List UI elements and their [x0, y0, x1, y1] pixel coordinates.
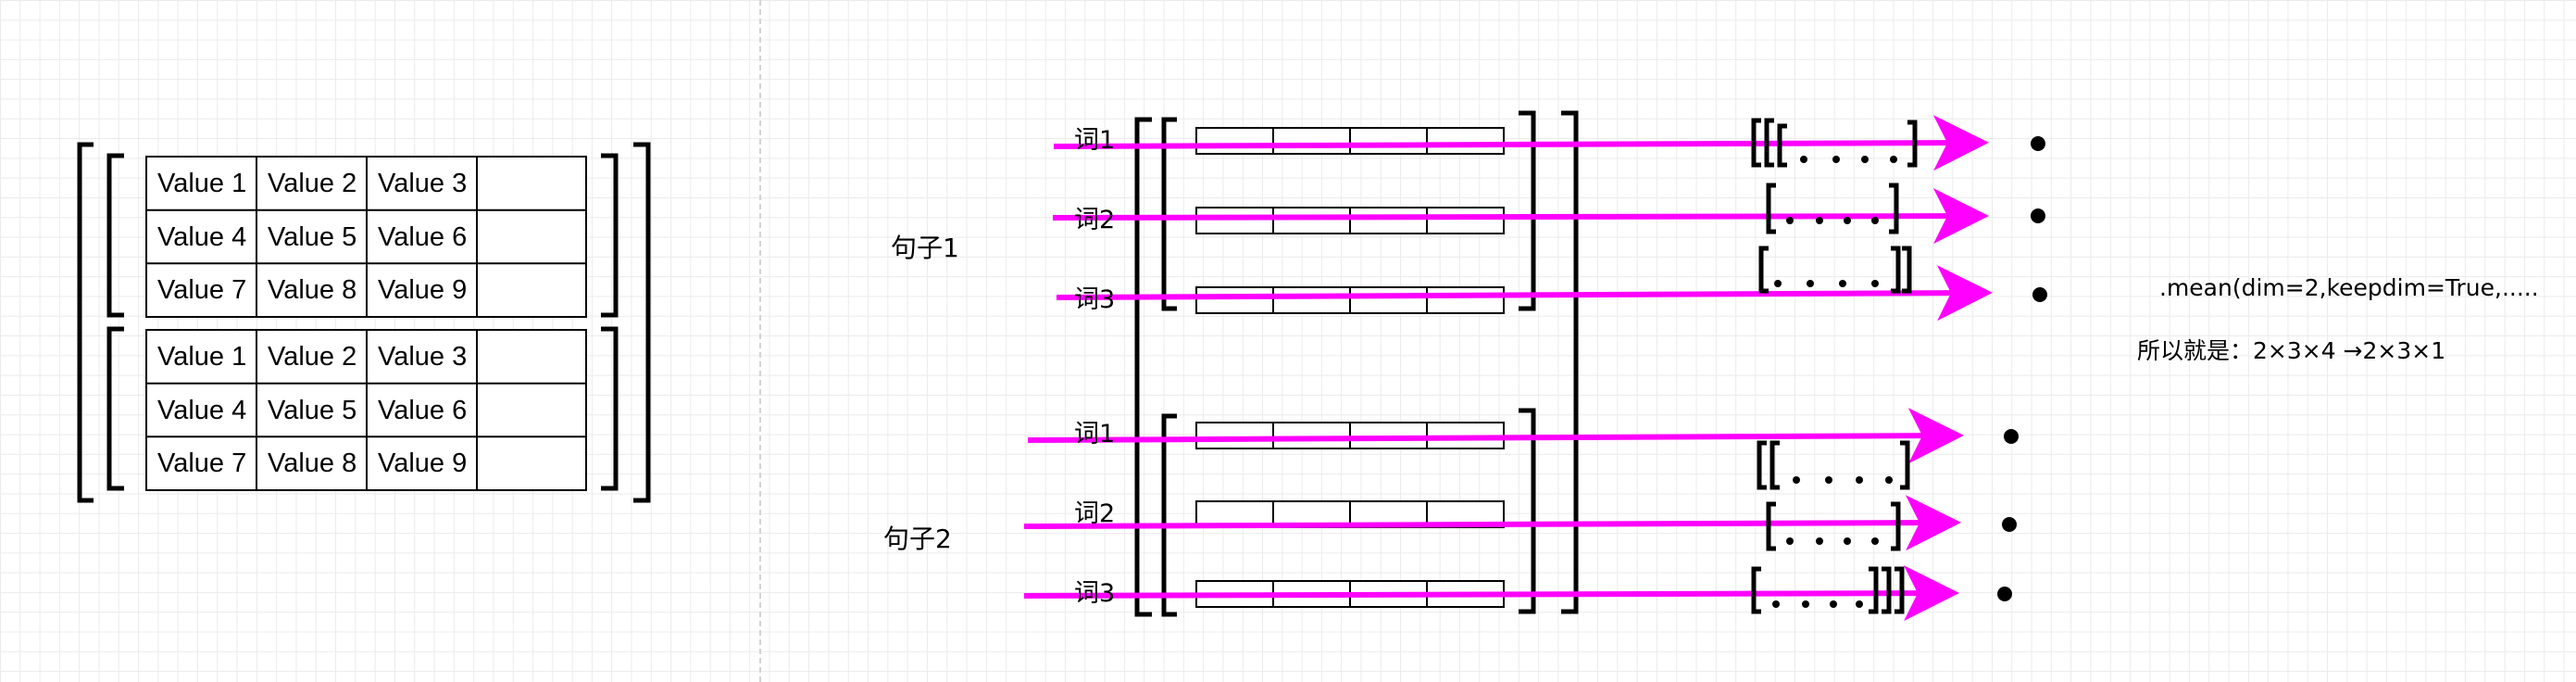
operation-note: .mean(dim=2,keepdim=True,..... — [2159, 274, 2539, 301]
table-cell: Value 5 — [268, 395, 357, 425]
left-outer-bracket-open — [77, 142, 94, 503]
arrow-s1-w1 — [1053, 115, 1989, 171]
right-outer-bracket-close — [1561, 110, 1579, 614]
sentence2-bracket-open — [1161, 413, 1177, 617]
sentence1-bracket-close — [1519, 110, 1536, 311]
word-label-s1-w3: 词3 — [1074, 285, 1116, 314]
left-outer-bracket-close — [633, 142, 651, 503]
table-cell: Value 8 — [268, 275, 357, 306]
word-label-s2-w1: 词1 — [1074, 420, 1116, 448]
table-cell: Value 1 — [157, 342, 247, 372]
word-label-s2-w3: 词3 — [1074, 579, 1116, 608]
result-bullets — [1997, 136, 2047, 601]
table-cell: Value 7 — [157, 275, 247, 306]
sentence1-bracket-open — [1161, 117, 1177, 311]
arrow-s2-w1 — [1027, 408, 1964, 464]
table-cell: Value 6 — [378, 221, 468, 252]
table-cell: Value 2 — [268, 169, 357, 198]
word-vector-s1-w1 — [1195, 127, 1505, 155]
table-cell: Value 4 — [157, 395, 247, 425]
dashed-divider — [759, 0, 761, 682]
table-cell: Value 5 — [268, 221, 357, 252]
left-block1-bracket-close — [601, 153, 619, 318]
left-block1-bracket-open — [106, 153, 124, 318]
table-cell: Value 3 — [378, 342, 468, 372]
table-cell: Value 3 — [378, 169, 468, 198]
table-cell: Value 9 — [378, 275, 468, 306]
result-line-1 — [1751, 118, 1918, 168]
right-outer-bracket-open — [1134, 117, 1152, 617]
result-inner-dots — [1772, 156, 1897, 608]
arrow-s2-w2 — [1023, 495, 1961, 551]
result-line-6 — [1751, 566, 1905, 614]
arrow-s2-w3 — [1023, 565, 1959, 622]
word-label-s1-w1: 词1 — [1074, 126, 1116, 155]
sentence-1-label: 句子1 — [891, 233, 959, 263]
table-cell: Value 9 — [378, 448, 468, 479]
mean-arrows — [1023, 115, 1993, 622]
result-line-3 — [1758, 246, 1912, 294]
left-table-2 — [145, 329, 587, 491]
sentence-2-label: 句子2 — [883, 524, 952, 554]
shape-change-note: 所以就是：2×3×4 →2×3×1 — [2137, 337, 2446, 364]
word-label-s1-w2: 词2 — [1074, 206, 1116, 234]
arrow-s1-w3 — [1056, 265, 1993, 322]
word-vector-s1-w2 — [1195, 207, 1505, 234]
word-label-s2-w2: 词2 — [1074, 499, 1116, 528]
table-cell: Value 2 — [268, 342, 357, 372]
table-cell: Value 6 — [378, 395, 468, 425]
result-line-2 — [1766, 183, 1899, 234]
result-line-4 — [1757, 440, 1910, 490]
table-cell: Value 7 — [157, 448, 247, 479]
word-vector-s1-w3 — [1195, 286, 1505, 314]
left-block2-bracket-close — [601, 326, 619, 491]
left-table-1 — [145, 156, 587, 318]
sentence2-bracket-close — [1519, 408, 1536, 614]
arrow-s1-w2 — [1052, 188, 1989, 245]
table-cell: Value 8 — [268, 448, 357, 479]
result-line-5 — [1766, 501, 1901, 551]
table-cell: Value 1 — [157, 169, 247, 198]
left-block2-bracket-open — [106, 326, 124, 491]
table-cell: Value 4 — [157, 221, 247, 252]
